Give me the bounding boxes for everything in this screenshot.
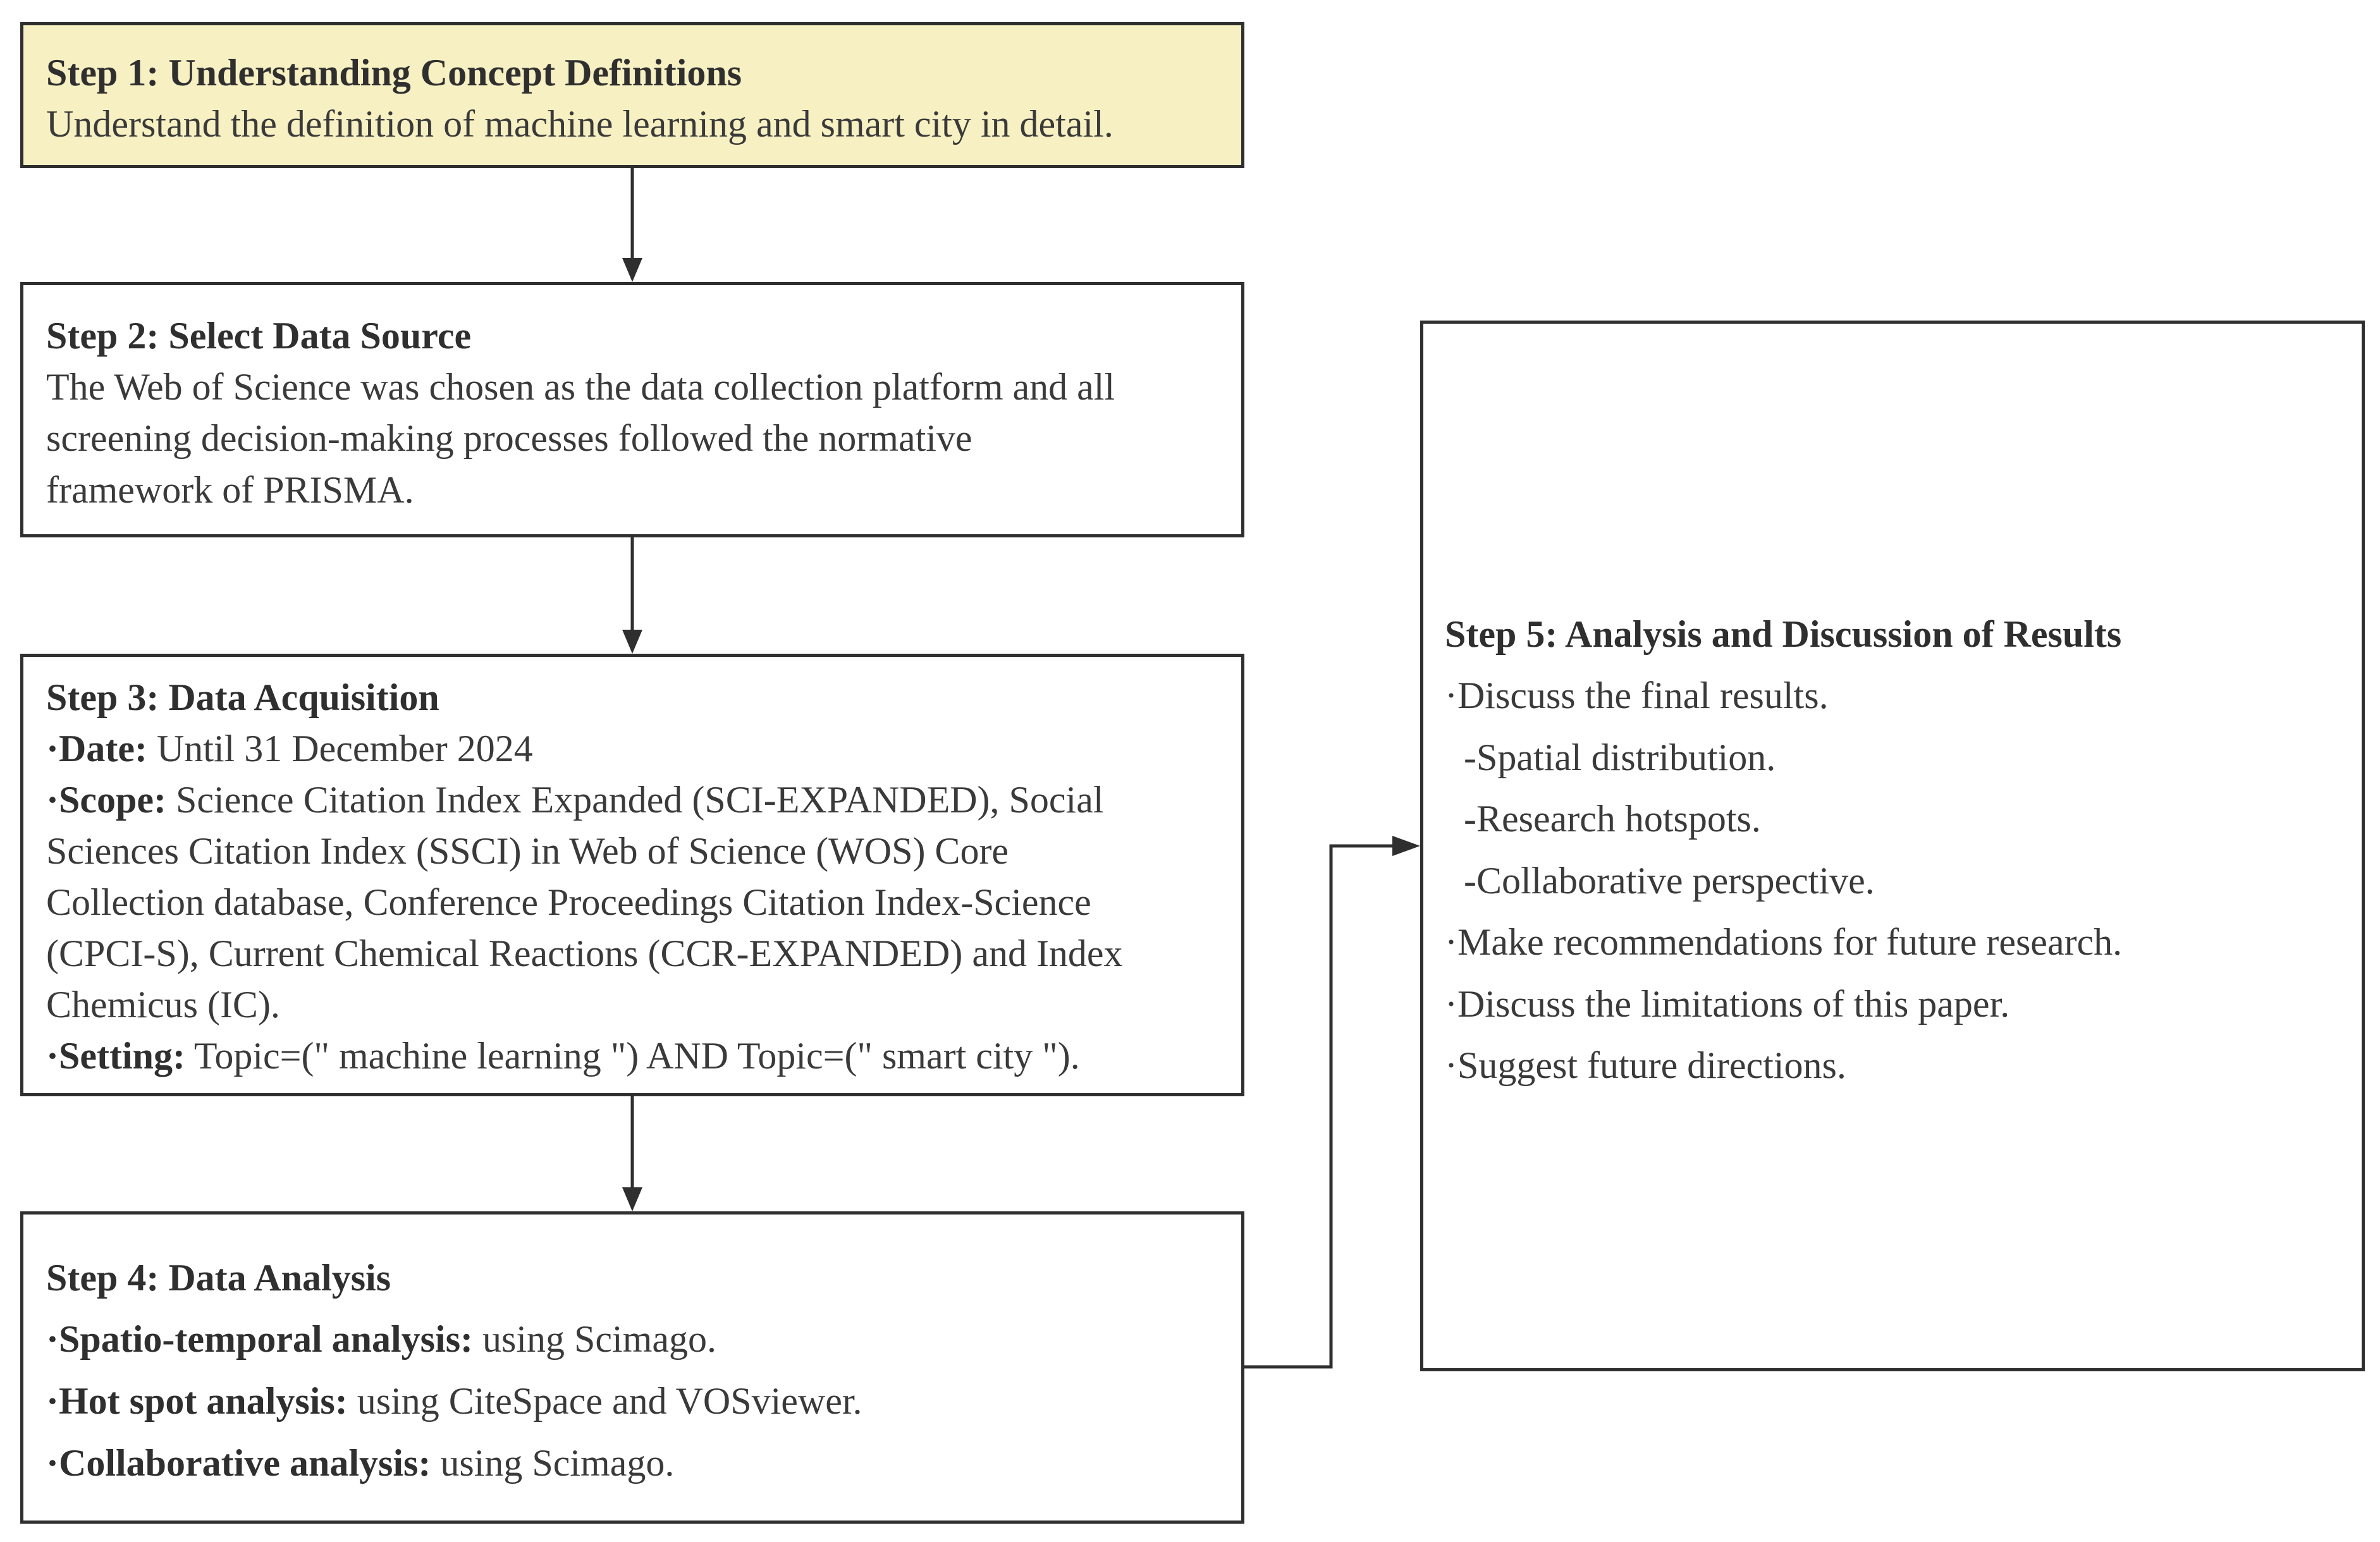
arrow-step2-to-step3 (622, 537, 642, 654)
step1-title: Step 1: Understanding Concept Definition… (46, 52, 742, 94)
step3-scope-line: Science Citation Index Expanded (SCI-EXP… (166, 779, 1104, 821)
step4-item-label: ·Hot spot analysis: (46, 1380, 348, 1422)
step5-title: Step 5: Analysis and Discussion of Resul… (1445, 613, 2122, 655)
step3-date: ·Date: Until 31 December 2024 (46, 723, 533, 774)
step2-line: screening decision-making processes foll… (46, 417, 972, 459)
step4-item: ·Collaborative analysis: using Scimago. (46, 1437, 674, 1489)
step1-text: Understand the definition of machine lea… (46, 103, 1113, 145)
step1-box (20, 22, 1244, 168)
step3-scope: ·Scope: Science Citation Index Expanded … (46, 774, 1104, 826)
step4-box (20, 1211, 1244, 1524)
step4-item-value: using Scimago. (473, 1318, 717, 1360)
step2-title: Step 2: Select Data Source (46, 315, 472, 357)
step5-item: ·Discuss the final results. (1445, 675, 1829, 716)
step2-line: framework of PRISMA. (46, 469, 414, 511)
step3-setting: ·Setting: Topic=(" machine learning ") A… (46, 1030, 1080, 1082)
step3-scope-line: Chemicus (IC). (46, 984, 280, 1025)
step4-item: ·Spatio-temporal analysis: using Scimago… (46, 1313, 716, 1365)
step3-scope-line: (CPCI-S), Current Chemical Reactions (CC… (46, 933, 1123, 974)
step3-date-label: ·Date: (46, 728, 147, 769)
step5-item: ·Make recommendations for future researc… (1445, 921, 2123, 963)
step3-title: Step 3: Data Acquisition (46, 676, 439, 718)
step2-box (20, 282, 1244, 537)
step4-item: ·Hot spot analysis: using CiteSpace and … (46, 1375, 862, 1427)
step5-item: ·Discuss the limitations of this paper. (1445, 983, 2010, 1025)
step5-item: ·Suggest future directions. (1445, 1044, 1846, 1086)
step2-line: The Web of Science was chosen as the dat… (46, 366, 1115, 408)
step4-item-label: ·Collaborative analysis: (46, 1442, 431, 1484)
step3-scope-line: Sciences Citation Index (SSCI) in Web of… (46, 830, 1009, 872)
step5-box (1420, 321, 2365, 1371)
step4-title: Step 4: Data Analysis (46, 1257, 391, 1299)
step3-date-value: Until 31 December 2024 (147, 728, 533, 769)
step3-scope-label: ·Scope: (46, 779, 166, 821)
step4-item-value: using CiteSpace and VOSviewer. (347, 1380, 862, 1422)
arrow-step4-to-step5 (1243, 836, 1420, 1369)
step3-setting-label: ·Setting: (46, 1035, 185, 1077)
step3-box (20, 654, 1244, 1096)
step3-setting-value: Topic=(" machine learning ") AND Topic=(… (185, 1035, 1080, 1077)
step5-subitem: -Spatial distribution. (1445, 737, 1776, 778)
arrow-step3-to-step4 (622, 1096, 642, 1211)
step3-scope-line: Collection database, Conference Proceedi… (46, 881, 1091, 923)
step5-subitem: -Research hotspots. (1445, 798, 1761, 840)
step5-subitem: -Collaborative perspective. (1445, 860, 1875, 902)
step4-item-value: using Scimago. (431, 1442, 675, 1484)
arrow-step1-to-step2 (622, 168, 642, 282)
step4-item-label: ·Spatio-temporal analysis: (46, 1318, 474, 1360)
